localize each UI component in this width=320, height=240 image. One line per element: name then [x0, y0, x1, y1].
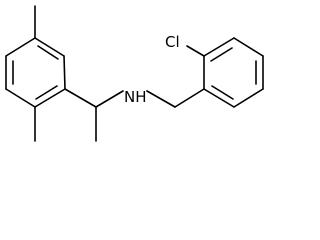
ring-b-bond [203, 37, 235, 57]
ring-b-bond [203, 88, 235, 108]
nh-to-ch2-bond [146, 90, 176, 108]
chlorine-label: Cl [165, 33, 180, 51]
ring-a-double-bond [37, 45, 59, 60]
ring-b-double-bond [210, 47, 233, 62]
chlorophenyl-ring [203, 37, 264, 108]
ring-b-bond [233, 37, 264, 57]
ring-a-bond [34, 37, 65, 57]
ring-a-bond [34, 88, 66, 108]
ring-b-bond [233, 88, 264, 108]
ring-a-double-bond [35, 85, 58, 100]
ring-b-double-bond [211, 85, 234, 100]
chlorine-bond [186, 45, 205, 57]
ch-to-nh-bond [95, 90, 124, 108]
ring-a-bond [63, 55, 66, 90]
ring-a-bond [5, 88, 36, 108]
aryl-to-ch-bond [64, 88, 97, 108]
nh-label: NH [124, 88, 147, 106]
structure-canvas: NH Cl [5, 5, 264, 142]
ch2-to-ring-bond [174, 88, 205, 108]
molecule-structure: NH Cl [5, 5, 264, 142]
ring-a-bond [5, 37, 36, 57]
dimethylphenyl-ring [5, 37, 66, 108]
